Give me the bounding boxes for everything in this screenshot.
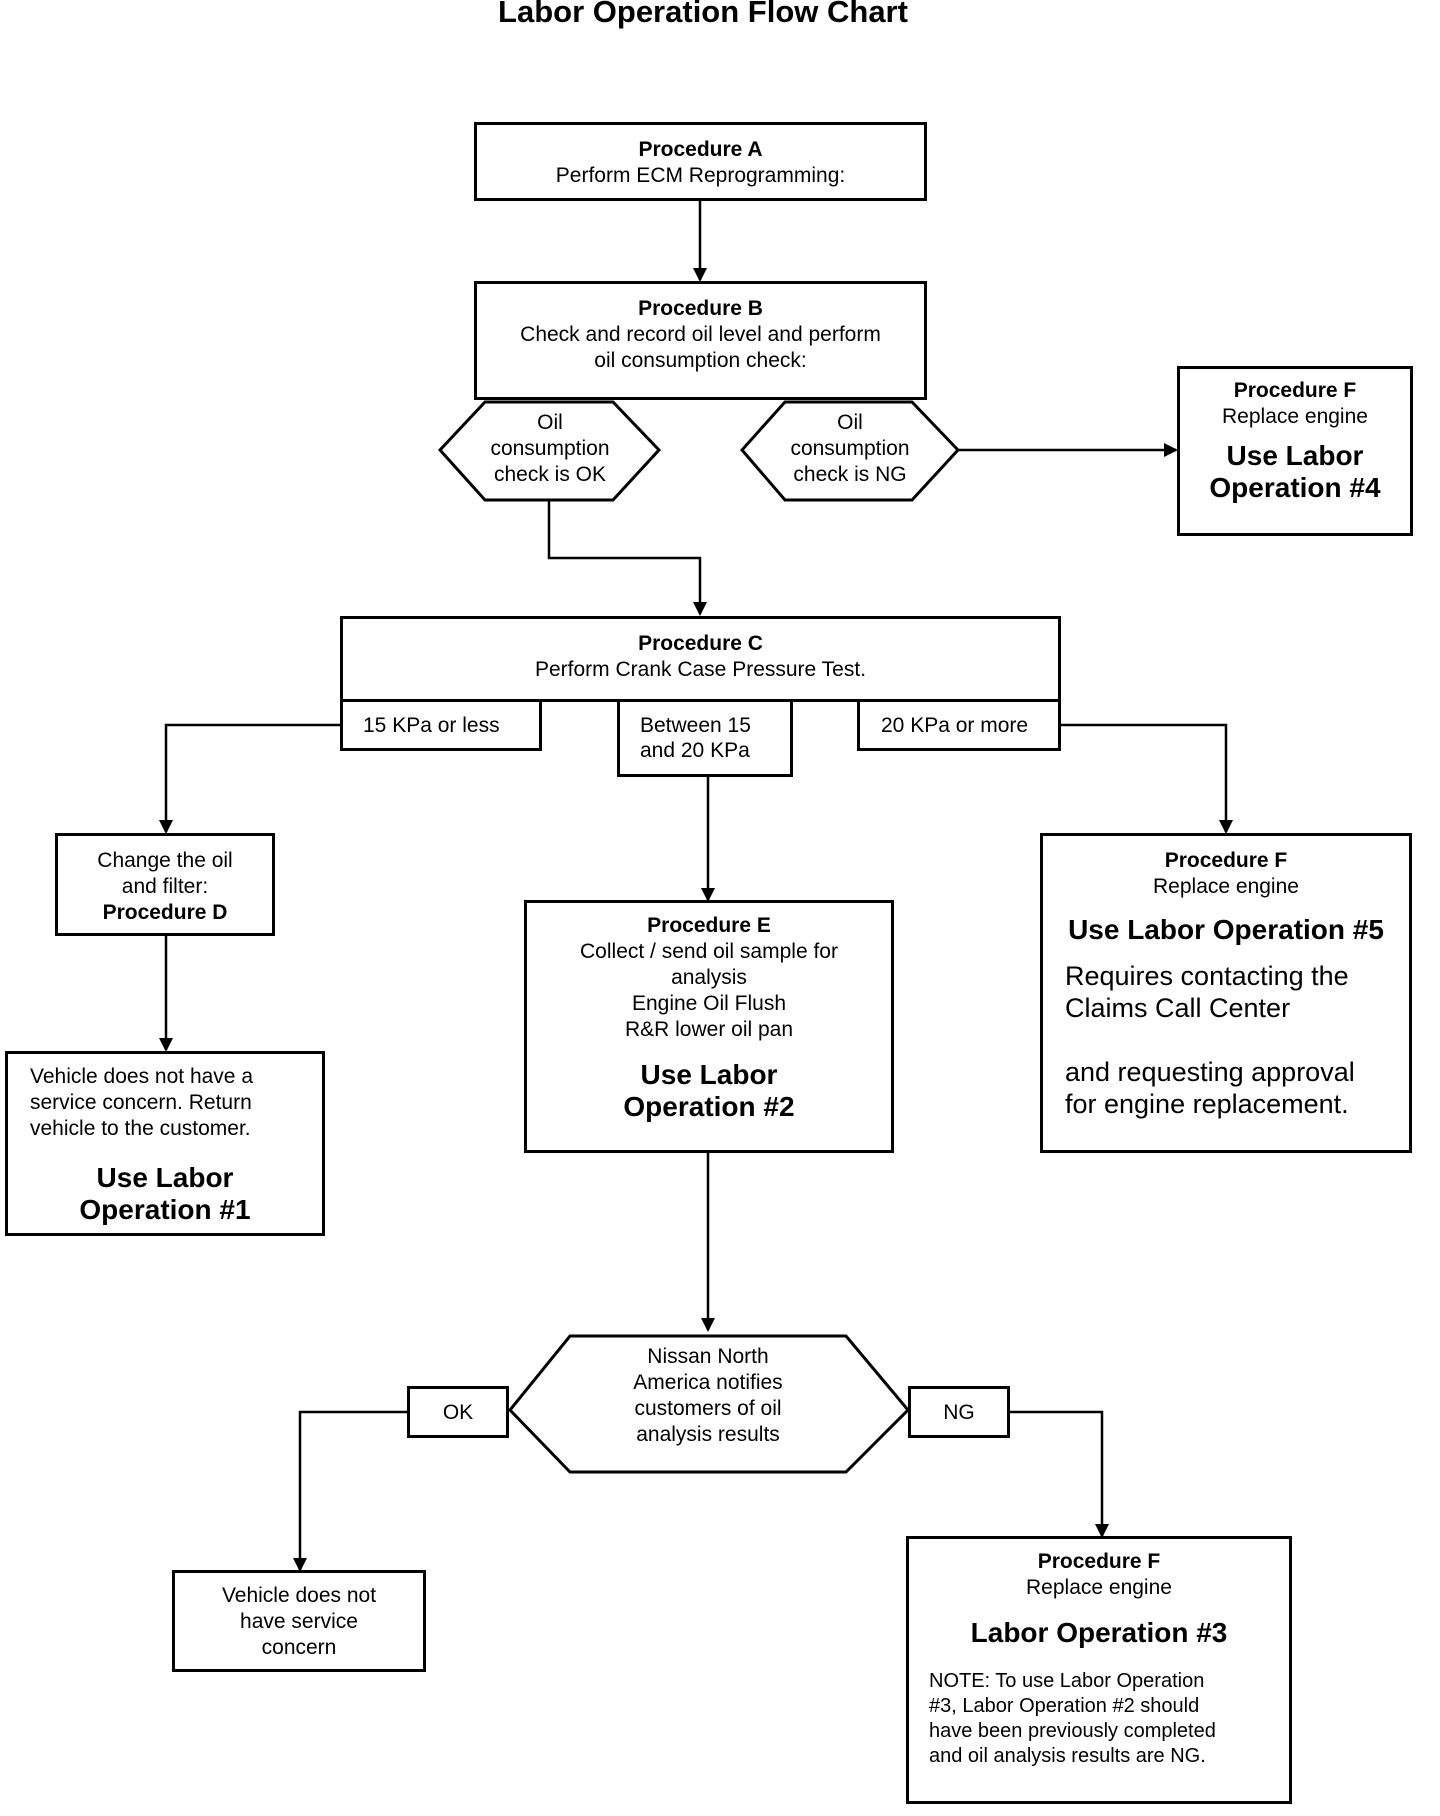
arrow-low-to-d <box>159 723 340 834</box>
procedure-a-heading: Procedure A <box>638 138 763 161</box>
procedure-c-heading: Procedure C <box>638 632 763 655</box>
procedure-f-bottom-note4: and oil analysis results are NG. <box>929 1745 1206 1767</box>
decision-ng-line3: check is NG <box>793 463 907 486</box>
result-op1-line2: service concern. Return <box>30 1091 252 1114</box>
no-concern-line2: have service <box>240 1610 358 1633</box>
branch-low-label: 15 KPa or less <box>363 714 500 737</box>
procedure-f-mid-text: Replace engine <box>1153 875 1299 898</box>
procedure-b-heading: Procedure B <box>638 297 763 320</box>
branch-mid-line1: Between 15 <box>640 714 751 737</box>
decision-ok-line1: Oil <box>537 411 563 434</box>
procedure-f-mid-note2: Claims Call Center <box>1065 993 1291 1023</box>
procedure-e-line4: R&R lower oil pan <box>624 1018 794 1041</box>
result-op1-line3: vehicle to the customer. <box>30 1117 251 1140</box>
result-op1-box: Vehicle does not have a service concern.… <box>5 1051 325 1236</box>
decision-ng-line1: Oil <box>837 411 863 434</box>
procedure-a-box: Procedure A Perform ECM Reprogramming: <box>474 122 927 201</box>
procedure-f-mid-note1: Requires contacting the <box>1065 961 1349 991</box>
arrow-high-to-f <box>1060 723 1233 834</box>
hexagon-oil-ok <box>437 400 662 502</box>
procedure-f-bottom-box: Procedure F Replace engine Labor Operati… <box>906 1536 1292 1804</box>
procedure-c-box: Procedure C Perform Crank Case Pressure … <box>340 616 1061 702</box>
procedure-f-bottom-heading: Procedure F <box>1037 1550 1161 1573</box>
procedure-f-top-op1: Use Labor <box>1226 440 1364 471</box>
branch-ok-label: OK <box>442 1401 474 1424</box>
arrow-ok-to-c <box>547 500 707 616</box>
procedure-f-mid-heading: Procedure F <box>1164 849 1288 872</box>
procedure-e-op2: Operation #2 <box>623 1091 795 1122</box>
procedure-f-bottom-text: Replace engine <box>1026 1576 1172 1599</box>
procedure-d-line2: and filter: <box>121 875 209 898</box>
hexagon-oil-ng <box>740 400 961 502</box>
procedure-f-mid-note3: and requesting approval <box>1065 1057 1355 1087</box>
result-no-concern-box: Vehicle does not have service concern <box>172 1570 426 1672</box>
procedure-f-top-heading: Procedure F <box>1233 379 1357 402</box>
procedure-b-box: Procedure B Check and record oil level a… <box>474 281 927 400</box>
hexagon-nissan-notifies <box>507 1334 911 1474</box>
decision-nna-line1: Nissan North <box>647 1345 769 1368</box>
decision-oil-ok-text: Oil consumption check is OK <box>470 410 630 488</box>
procedure-e-line1: Collect / send oil sample for <box>580 940 838 963</box>
procedure-d-box: Change the oil and filter: Procedure D <box>55 833 275 936</box>
procedure-b-line1: Check and record oil level and perform <box>520 323 881 346</box>
no-concern-line1: Vehicle does not <box>221 1584 377 1607</box>
procedure-b-line2: oil consumption check: <box>594 349 807 372</box>
procedure-a-text: Perform ECM Reprogramming: <box>555 164 846 187</box>
procedure-f-top-op2: Operation #4 <box>1209 472 1381 503</box>
page-title: Labor Operation Flow Chart <box>498 0 908 29</box>
result-op1-op1: Use Labor <box>96 1162 234 1193</box>
no-concern-line3: concern <box>261 1636 337 1659</box>
procedure-f-bottom-note3: have been previously completed <box>929 1720 1216 1742</box>
procedure-f-top-text: Replace engine <box>1222 405 1368 428</box>
decision-nna-line4: analysis results <box>636 1423 780 1446</box>
decision-nna-line3: customers of oil <box>634 1397 782 1420</box>
procedure-f-bottom-op: Labor Operation #3 <box>970 1617 1228 1648</box>
branch-ok: OK <box>407 1386 509 1438</box>
decision-ok-line2: consumption <box>490 437 610 460</box>
branch-15kpa-or-less: 15 KPa or less <box>340 699 542 751</box>
procedure-e-heading: Procedure E <box>647 914 771 937</box>
result-op1-op2: Operation #1 <box>79 1194 251 1225</box>
procedure-f-mid-op: Use Labor Operation #5 <box>1068 914 1384 945</box>
branch-ng-label: NG <box>943 1401 975 1424</box>
branch-between-15-20: Between 15 and 20 KPa <box>617 699 793 777</box>
procedure-f-mid-note4: for engine replacement. <box>1065 1089 1349 1119</box>
decision-ok-line3: check is OK <box>493 463 607 486</box>
decision-oil-ng-text: Oil consumption check is NG <box>770 410 930 488</box>
result-op1-line1: Vehicle does not have a <box>30 1065 254 1088</box>
decision-ng-line2: consumption <box>790 437 910 460</box>
procedure-f-mid-box: Procedure F Replace engine Use Labor Ope… <box>1040 833 1412 1153</box>
branch-20kpa-or-more: 20 KPa or more <box>857 699 1061 751</box>
procedure-e-line3: Engine Oil Flush <box>631 992 787 1015</box>
arrow-ng-to-f-bottom <box>1008 1410 1109 1538</box>
procedure-e-line2: analysis <box>671 966 747 989</box>
procedure-f-bottom-note2: #3, Labor Operation #2 should <box>929 1695 1200 1717</box>
procedure-d-heading: Procedure D <box>102 901 228 924</box>
arrow-ok-to-no-concern <box>293 1410 408 1572</box>
procedure-e-op1: Use Labor <box>640 1059 778 1090</box>
branch-ng: NG <box>908 1386 1010 1438</box>
branch-mid-line2: and 20 KPa <box>640 739 750 762</box>
procedure-f-bottom-note1: NOTE: To use Labor Operation <box>929 1670 1205 1692</box>
procedure-e-box: Procedure E Collect / send oil sample fo… <box>524 900 894 1153</box>
procedure-c-text: Perform Crank Case Pressure Test. <box>534 658 867 681</box>
procedure-d-line1: Change the oil <box>97 849 233 872</box>
procedure-f-top-box: Procedure F Replace engine Use Labor Ope… <box>1177 366 1413 536</box>
decision-nna-line2: America notifies <box>633 1371 783 1394</box>
decision-nissan-notifies-text: Nissan North America notifies customers … <box>598 1344 818 1448</box>
branch-high-label: 20 KPa or more <box>881 714 1029 737</box>
